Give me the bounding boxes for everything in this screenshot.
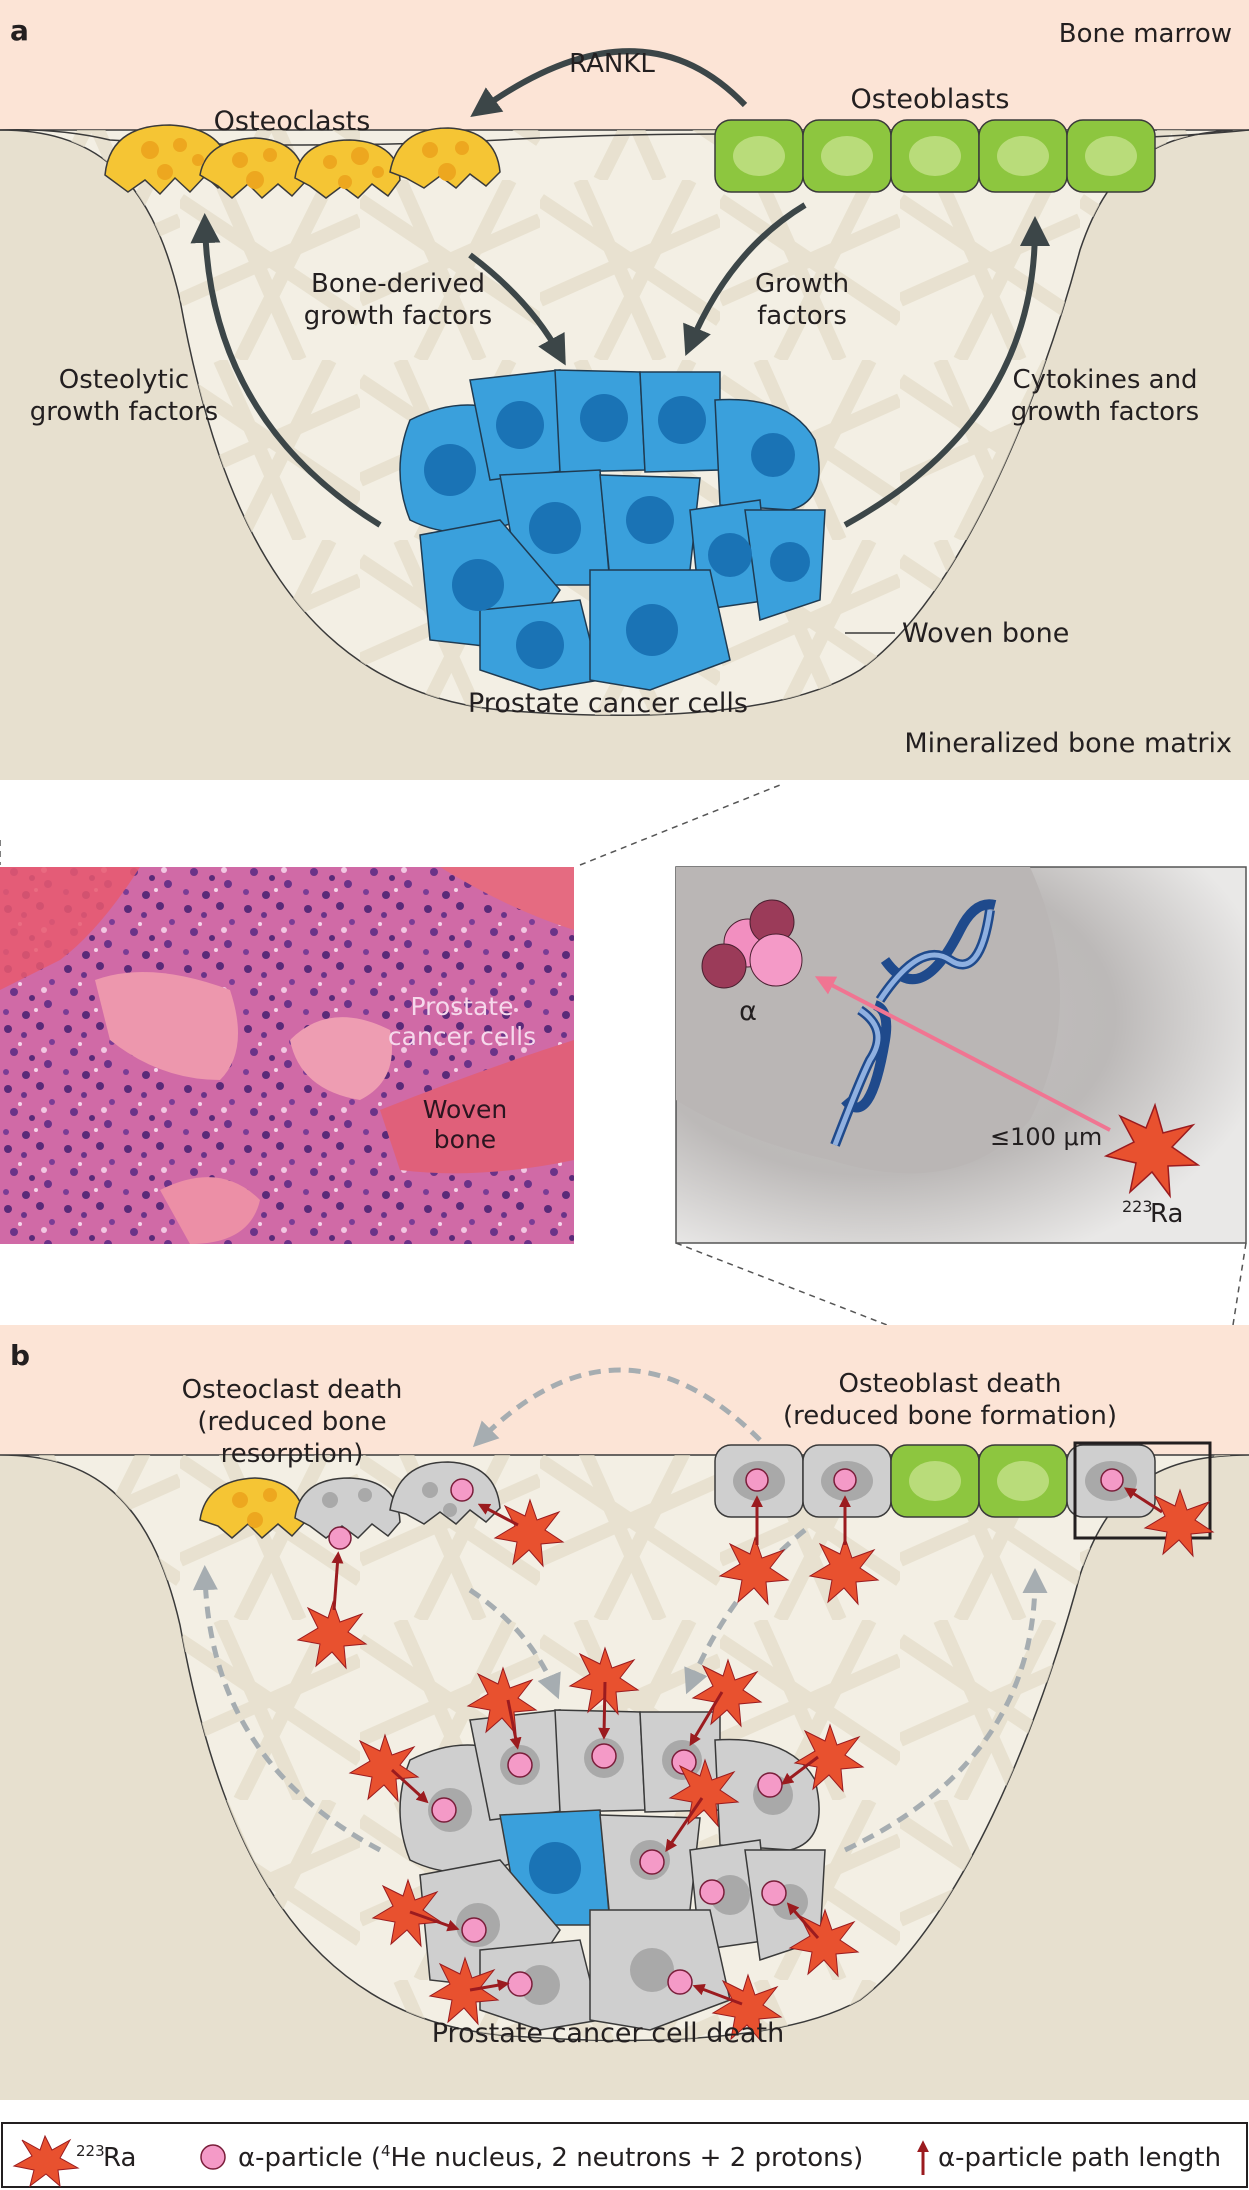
inset-ra: Ra bbox=[1150, 1199, 1183, 1229]
b-path-arrows bbox=[331, 1487, 1163, 2006]
b-alpha-particles bbox=[431, 1743, 787, 1997]
oc-death-label-3: resorption) bbox=[221, 1439, 364, 1469]
histology-image: Prostate cancer cells Woven bone bbox=[0, 867, 574, 1244]
cancer-nuclei bbox=[424, 394, 810, 669]
panel-a-letter: a bbox=[10, 14, 29, 47]
oc-death-label-1: Osteoclast death bbox=[182, 1375, 403, 1405]
rankl-label: RANKL bbox=[569, 49, 655, 79]
cytokines-label-2: growth factors bbox=[1011, 397, 1199, 427]
b-arrow-left bbox=[192, 1565, 382, 1853]
prostate-cells-label: Prostate cancer cells bbox=[468, 688, 748, 719]
range-label: ≤100 μm bbox=[990, 1123, 1102, 1151]
bone-derived-label-1: Bone-derived bbox=[311, 269, 485, 299]
bone-derived-label-2: growth factors bbox=[304, 301, 492, 331]
osteolytic-label-1: Osteolytic bbox=[59, 365, 189, 395]
rankl-arrow bbox=[470, 48, 748, 117]
alpha-label: α bbox=[739, 996, 757, 1027]
osteoblasts-label: Osteoblasts bbox=[851, 84, 1010, 115]
growth-label-1: Growth bbox=[755, 269, 849, 299]
ob-death-label-1: Osteoblast death bbox=[839, 1369, 1062, 1399]
legend-ra-sup: 223 bbox=[76, 2142, 105, 2160]
osteolytic-arrow bbox=[190, 213, 382, 528]
osteoclast-cells bbox=[104, 124, 501, 200]
bone-derived-arrow bbox=[468, 252, 566, 366]
zoom-box bbox=[1073, 1441, 1212, 1540]
oc-death-label-2: (reduced bone bbox=[197, 1407, 386, 1437]
legend-alpha-dot bbox=[200, 2144, 226, 2170]
b-arrow-ob-to-pc bbox=[684, 1528, 807, 1695]
bone-marrow-label: Bone marrow bbox=[1059, 19, 1232, 49]
woven-bone-label: Woven bone bbox=[902, 618, 1069, 649]
zoom-line-top bbox=[579, 784, 781, 866]
legend-ra: Ra bbox=[103, 2143, 136, 2173]
legend: 223 Ra α-particle (4He nucleus, 2 neutro… bbox=[1, 2122, 1248, 2188]
ob-death-label-2: (reduced bone formation) bbox=[783, 1401, 1117, 1431]
growth-factors-arrow bbox=[683, 202, 807, 357]
legend-radium-star bbox=[12, 2134, 80, 2188]
alpha-particle-cluster bbox=[701, 899, 803, 989]
osteoblast-nuclei bbox=[733, 136, 1137, 176]
pc-death-label: Prostate cancer cell death bbox=[432, 2018, 785, 2049]
b-arrow-oc-to-pc bbox=[468, 1587, 561, 1700]
histo-woven-label-2: bone bbox=[434, 1125, 496, 1154]
cytokines-label-1: Cytokines and bbox=[1012, 365, 1197, 395]
panel-b-letter: b bbox=[10, 1339, 30, 1372]
b-osteoclast-nuclei bbox=[232, 1478, 474, 1550]
b-osteoclasts bbox=[199, 1461, 501, 1540]
inset-ra-sup: 223 bbox=[1122, 1197, 1153, 1216]
b-radium-stars bbox=[296, 1488, 1215, 2043]
b-osteoblast-nuclei bbox=[733, 1461, 1137, 1501]
histo-prostate-label-2: cancer cells bbox=[388, 1022, 536, 1051]
osteolytic-label-2: growth factors bbox=[30, 397, 218, 427]
growth-label-2: factors bbox=[757, 301, 847, 331]
histo-prostate-label-1: Prostate bbox=[411, 992, 514, 1021]
osteoclasts-label: Osteoclasts bbox=[214, 106, 371, 137]
alpha-path-arrow bbox=[814, 976, 1111, 1132]
mineralized-label: Mineralized bone matrix bbox=[904, 728, 1232, 759]
cytokines-arrow bbox=[843, 216, 1050, 528]
panel-b: b Osteoclast death (reduced bone resorpt… bbox=[0, 1325, 1249, 2100]
panel-a: a Bone marrow RANKL Osteoclasts Osteobla… bbox=[0, 0, 1249, 780]
b-arrow-right bbox=[843, 1568, 1048, 1853]
alpha-inset: α ≤100 μm 223 Ra bbox=[675, 866, 1247, 1244]
b-arrow-top bbox=[472, 1367, 762, 1448]
radium-star-inset bbox=[1103, 1102, 1201, 1199]
legend-alpha: α-particle (4He nucleus, 2 neutrons + 2 … bbox=[238, 2142, 863, 2173]
histo-woven-label-1: Woven bbox=[423, 1095, 508, 1124]
legend-path-label: α-particle path length bbox=[938, 2143, 1221, 2173]
osteoclast-nuclei bbox=[141, 138, 469, 189]
